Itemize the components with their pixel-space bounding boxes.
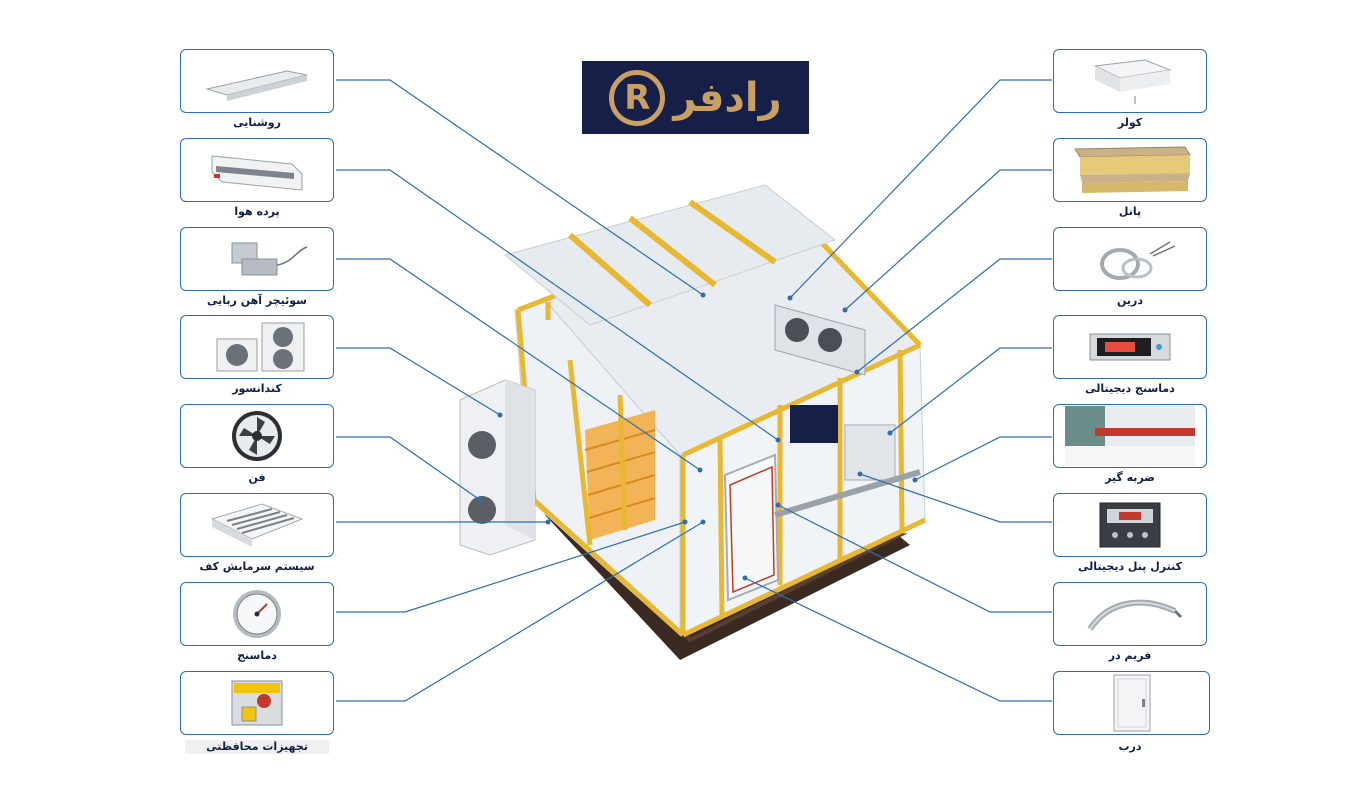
door-frame-icon bbox=[1087, 599, 1183, 631]
card-magnetic-switch bbox=[180, 227, 334, 291]
panel-icon bbox=[1074, 146, 1191, 193]
door-icon bbox=[1113, 674, 1150, 732]
card-cooler bbox=[1053, 49, 1207, 113]
connector-dots bbox=[477, 292, 918, 581]
roof-panels bbox=[503, 184, 837, 326]
control-panel-icon bbox=[1099, 502, 1161, 548]
label-panel: پانل bbox=[1118, 205, 1142, 218]
label-drain: درین bbox=[1116, 294, 1143, 307]
label-door: درب bbox=[1118, 740, 1142, 753]
label-cooler: کولر bbox=[1117, 116, 1143, 129]
safety-equipment-icon bbox=[231, 680, 283, 726]
brand-name: رادفر bbox=[673, 74, 782, 121]
card-floor-cooling bbox=[180, 493, 334, 557]
bumper-rail bbox=[774, 469, 921, 518]
digital-thermometer-icon bbox=[1089, 333, 1171, 361]
card-fan bbox=[180, 404, 334, 468]
pressure-gauge-icon bbox=[233, 590, 281, 638]
label-fan: فن bbox=[248, 471, 266, 484]
label-door-frame: فریم در bbox=[1108, 649, 1152, 662]
brand-sign bbox=[790, 405, 838, 443]
condenser-icon bbox=[216, 322, 305, 372]
card-air-curtain bbox=[180, 138, 334, 202]
card-bumper bbox=[1053, 404, 1207, 468]
card-lighting bbox=[180, 49, 334, 113]
card-panel bbox=[1053, 138, 1207, 202]
card-condenser bbox=[180, 315, 334, 379]
label-safety-equipment: تجهیزات محافظتی bbox=[185, 740, 329, 754]
bumper-icon bbox=[1065, 406, 1195, 466]
connector-lines bbox=[336, 79, 1052, 702]
card-safety-equipment bbox=[180, 671, 334, 735]
label-magnetic-switch: سوئیچر آهن ربایی bbox=[207, 294, 307, 307]
brand-mark-icon: R bbox=[609, 69, 666, 126]
card-door-frame bbox=[1053, 582, 1207, 646]
card-door bbox=[1053, 671, 1210, 735]
label-digital-thermometer: دماسنج دیجیتالی bbox=[1085, 382, 1175, 395]
evaporator-unit bbox=[774, 304, 866, 376]
drain-heater-icon bbox=[1100, 241, 1176, 280]
label-lighting: روشنایی bbox=[233, 116, 281, 129]
card-drain bbox=[1053, 227, 1207, 291]
card-digital-thermometer bbox=[1053, 315, 1207, 379]
control-box bbox=[844, 424, 896, 481]
label-digital-control-panel: کنترل پنل دیجیتالی bbox=[1078, 560, 1182, 573]
label-floor-cooling: سیستم سرمایش کف bbox=[199, 560, 315, 573]
air-curtain-icon bbox=[211, 155, 303, 191]
label-air-curtain: پرده هوا bbox=[234, 205, 280, 218]
label-bumper: ضربه گیر bbox=[1105, 471, 1155, 484]
label-condenser: کندانسور bbox=[232, 382, 282, 395]
cooler-icon bbox=[1093, 59, 1172, 104]
fan-icon bbox=[232, 411, 282, 461]
floor-cooling-icon bbox=[210, 503, 304, 547]
room-door bbox=[723, 453, 780, 602]
light-fixture-icon bbox=[205, 70, 308, 101]
card-digital-control-panel bbox=[1053, 493, 1207, 557]
brand-logo: R رادفر bbox=[582, 61, 809, 134]
condenser-unit bbox=[459, 379, 536, 556]
magnetic-switch-icon bbox=[231, 242, 308, 276]
card-pressure-gauge bbox=[180, 582, 334, 646]
label-pressure-gauge: دماسنج bbox=[237, 649, 277, 662]
